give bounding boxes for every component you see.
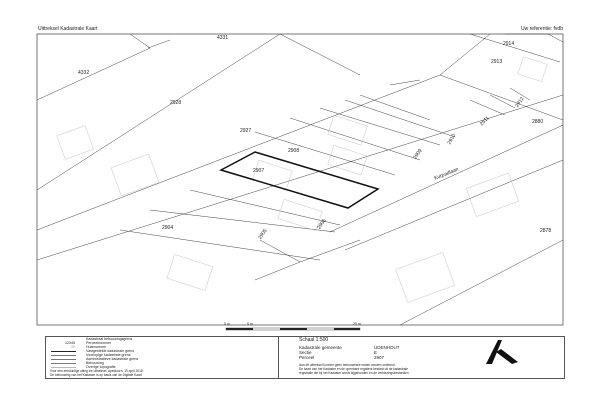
document-title: Uittreksel Kadastrale Kaart [38, 26, 98, 32]
parcel-label-selected: 2907 [253, 168, 265, 174]
parcel-label: 2904 [162, 225, 174, 231]
disclaimer: Aan dit uittreksel kunnen geen betrouwba… [299, 363, 396, 367]
parcel-label: 2880 [532, 119, 544, 125]
scale-bar [225, 327, 361, 331]
legend-footer: De bebouwing van het Kadaster is op basi… [50, 372, 142, 377]
parcel-label: 2878 [540, 228, 552, 234]
parcel-label: 2927 [240, 128, 252, 134]
parcel-label: 4331 [217, 35, 229, 41]
parcel-info: Schaal 1:500 Kadastrale gemeente UDENHOU… [278, 336, 565, 379]
scale-text: Schaal 1:500 [299, 337, 329, 343]
legend-label: Perceelnummer [86, 341, 112, 345]
buildings [56, 56, 548, 303]
legend: Kadastraal bebouwingsgrens 12345 Perceeln… [45, 336, 279, 379]
parcel-label: 2914 [503, 41, 515, 47]
field-label: Sectie [299, 350, 312, 355]
disclaimer: registratie die bij het Kadaster wordt b… [299, 371, 410, 375]
parcel-label: 2928 [170, 100, 182, 106]
field-label: Perceel [299, 355, 315, 360]
legend-symbol: 20 [71, 345, 75, 349]
reference: Uw referentie: fvdb [521, 26, 563, 32]
map-frame [36, 33, 564, 326]
field-value: E [374, 350, 378, 355]
selected-parcel-outline [219, 151, 380, 209]
field-value: UDENHOUT [374, 345, 400, 350]
parcel-boundaries [36, 33, 564, 326]
scale-label: 5 m [247, 322, 253, 326]
field-value: 2907 [374, 355, 385, 360]
legend-label: Voorlopige kadastrale grens [86, 353, 131, 357]
legend-symbol: 12345 [65, 341, 75, 345]
parcel-label: 4332 [78, 70, 90, 76]
legend-label: Kadastraal bebouwingsgrens [86, 337, 133, 341]
disclaimer: De kaart van het Kadaster en de openbare… [299, 367, 408, 371]
legend-label: Bebouwing [86, 361, 104, 365]
scale-label: 25 m [353, 322, 361, 326]
parcel-label: 2908 [288, 148, 300, 154]
parcel-label: 2913 [491, 59, 503, 65]
scale-label: 0 m [224, 322, 230, 326]
legend-label: Overige topografie [86, 365, 116, 369]
field-label: Kadastrale gemeente [299, 345, 342, 350]
legend-label: Vastgestelde kadastrale grens [86, 349, 135, 353]
legend-footer: Voor een eenduidige uitleg zie uittrekse… [50, 368, 143, 373]
legend-label: Administratieve kadastrale grens [86, 357, 139, 361]
legend-label: Huisnummer [86, 345, 107, 349]
kadaster-logo-icon [486, 340, 518, 364]
